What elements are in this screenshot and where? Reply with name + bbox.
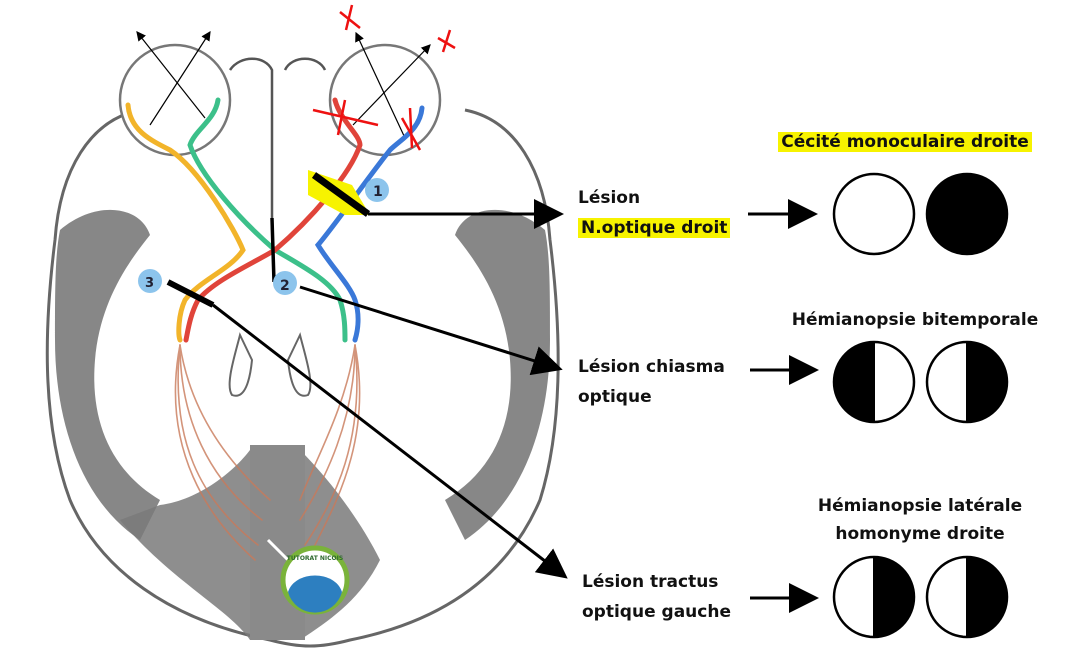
pointer-line-2 (299, 285, 563, 376)
lesion-2-marker: 2 (270, 217, 297, 295)
visual-field-1-left-eye (832, 172, 916, 256)
left-eye-rays (136, 30, 211, 126)
cortex-right (445, 209, 550, 540)
right-nasal-fibers (183, 97, 363, 343)
result-3-title-line1: Hémianopsie latérale (817, 496, 1023, 516)
lesion-2-line2: optique (578, 387, 652, 407)
visual-fields (832, 172, 1009, 639)
lesion-3-label: Lésion tractus optique gauche (582, 567, 731, 627)
blind-half (834, 342, 874, 422)
result-1-title: Cécité monoculaire droite (778, 132, 1032, 152)
pointer-line-3 (212, 303, 568, 579)
right-eye-rays (352, 31, 431, 139)
right-temporal-fibers (314, 105, 425, 343)
optic-pathways (125, 97, 425, 561)
result-1-title-wrap: Cécité monoculaire droite (760, 128, 1050, 156)
left-eye (118, 43, 232, 157)
cross-marks (312, 4, 456, 151)
lesion-2-label: Lésion chiasma optique (578, 352, 725, 412)
marker-2-label: 2 (280, 278, 290, 294)
lesion-1-line1: Lésion (578, 188, 641, 208)
blind-half (874, 557, 914, 637)
lesion-3-line1: Lésion tractus (582, 572, 719, 592)
left-temporal-fibers (125, 102, 246, 343)
result-3-title: Hémianopsie latérale homonyme droite (775, 492, 1065, 548)
cortex-left (55, 209, 160, 540)
marker-3-label: 3 (145, 276, 154, 291)
visual-field-3-right-eye (925, 555, 1009, 639)
lesion-3-line2: optique gauche (582, 602, 731, 622)
logo-text: TUTORAT NICOIS (287, 555, 343, 562)
brain-outline (45, 57, 560, 648)
blind-half (967, 342, 1007, 422)
result-2-title: Hémianopsie bitemporale (791, 310, 1039, 330)
right-eye (328, 43, 442, 157)
visual-field-1-right-eye (925, 172, 1009, 256)
lesion-1-marker: 1 (308, 170, 389, 217)
blind-half (967, 557, 1007, 637)
visual-field-2-left-eye (832, 340, 916, 424)
lesion-1-line2: N.optique droit (578, 218, 731, 238)
tutorat-logo: TUTORAT NICOIS (266, 538, 350, 615)
visual-field-3-left-eye (832, 555, 916, 639)
result-3-title-line2: homonyme droite (835, 524, 1005, 544)
visual-field-2-right-eye (925, 340, 1009, 424)
lesion-3-marker: 3 (138, 269, 215, 308)
cortex-bottom (120, 450, 250, 640)
lesion-2-line1: Lésion chiasma (578, 357, 725, 377)
lesion-1-label: Lésion N.optique droit (578, 183, 731, 243)
marker-1-label: 1 (373, 184, 383, 200)
